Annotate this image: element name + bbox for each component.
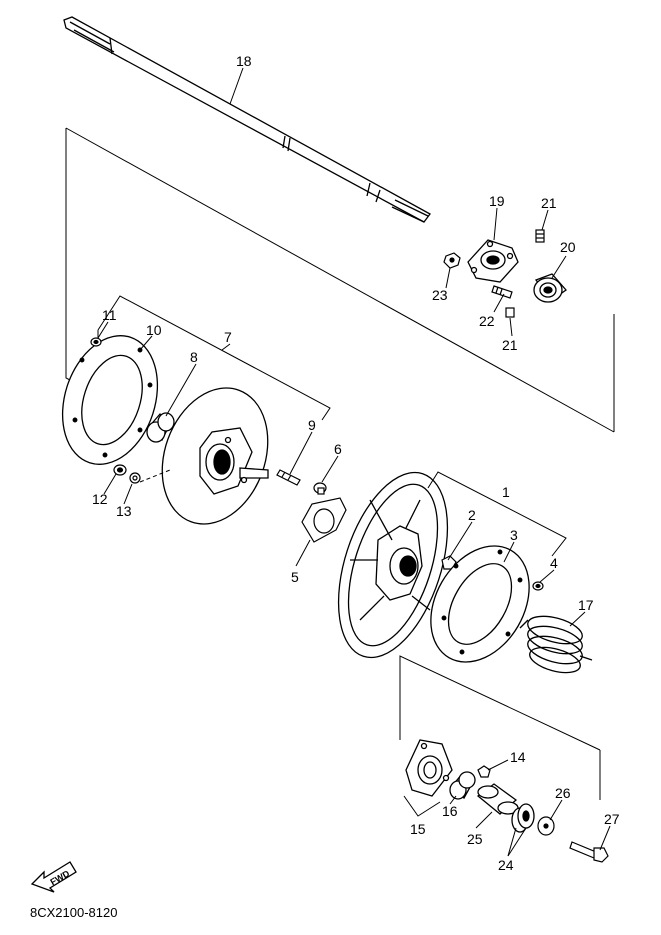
- screw-11: [90, 337, 102, 347]
- callout-6: 6: [334, 441, 342, 457]
- callout-7: 7: [224, 329, 232, 345]
- plate-10: [61, 335, 159, 465]
- gasket-5: [301, 497, 347, 543]
- callout-18: 18: [236, 53, 252, 69]
- callout-3: 3: [510, 527, 518, 543]
- callout-9: 9: [308, 417, 316, 433]
- bushing-16: [449, 771, 476, 800]
- callout-10: 10: [146, 322, 162, 338]
- leader-group-1: [427, 471, 567, 557]
- callout-15: 15: [410, 821, 426, 837]
- callout-4: 4: [550, 555, 558, 571]
- screw-6: [313, 482, 327, 495]
- callout-17: 17: [578, 597, 594, 613]
- diagram-code: 8CX2100-8120: [30, 905, 118, 920]
- callout-25: 25: [467, 831, 483, 847]
- screw-4: [532, 581, 544, 591]
- stud-9: [276, 469, 301, 486]
- dashed-link-13: [139, 469, 171, 483]
- callout-19: 19: [489, 193, 505, 209]
- plate-3: [430, 545, 530, 663]
- shaft-18: [63, 16, 431, 223]
- callout-21-bottom: 21: [502, 337, 518, 353]
- callout-1: 1: [502, 484, 510, 500]
- bearing-housing-19: [467, 239, 519, 283]
- washer-13: [129, 472, 141, 484]
- assembly-frame-lower: [399, 655, 601, 800]
- callout-24: 24: [498, 857, 514, 873]
- screw-12: [113, 464, 127, 476]
- callout-22: 22: [479, 313, 495, 329]
- sheave-1: [337, 471, 449, 659]
- callout-5: 5: [291, 569, 299, 585]
- sheave-7: [161, 387, 269, 525]
- callout-27: 27: [604, 811, 620, 827]
- set-screw-21-bottom: [505, 307, 515, 318]
- set-screw-21-top: [535, 229, 545, 243]
- callout-13: 13: [116, 503, 132, 519]
- callout-26: 26: [555, 785, 571, 801]
- callout-16: 16: [442, 803, 458, 819]
- housing-15: [405, 739, 453, 797]
- callout-12: 12: [92, 491, 108, 507]
- callout-8: 8: [190, 349, 198, 365]
- fwd-arrow-icon: FWD: [30, 861, 77, 893]
- nut-14: [477, 765, 491, 778]
- spring-17: [519, 615, 593, 674]
- nut-23: [443, 252, 461, 269]
- callout-labels: 18 19 21 20 23 22 21 11 10 7 8 9 6 12 13…: [92, 53, 620, 873]
- bushing-8: [146, 412, 175, 443]
- callout-2: 2: [468, 507, 476, 523]
- callout-23: 23: [432, 287, 448, 303]
- callout-21-top: 21: [541, 195, 557, 211]
- callout-11: 11: [102, 307, 117, 323]
- sleeve-25: [476, 783, 519, 815]
- bolt-22: [491, 285, 513, 299]
- washer-26: [537, 816, 555, 836]
- leader-lines: [97, 67, 611, 857]
- roller-24: [511, 803, 535, 833]
- bolt-27: [569, 841, 609, 863]
- callout-14: 14: [510, 749, 526, 765]
- bearing-20: [533, 273, 567, 303]
- callout-20: 20: [560, 239, 576, 255]
